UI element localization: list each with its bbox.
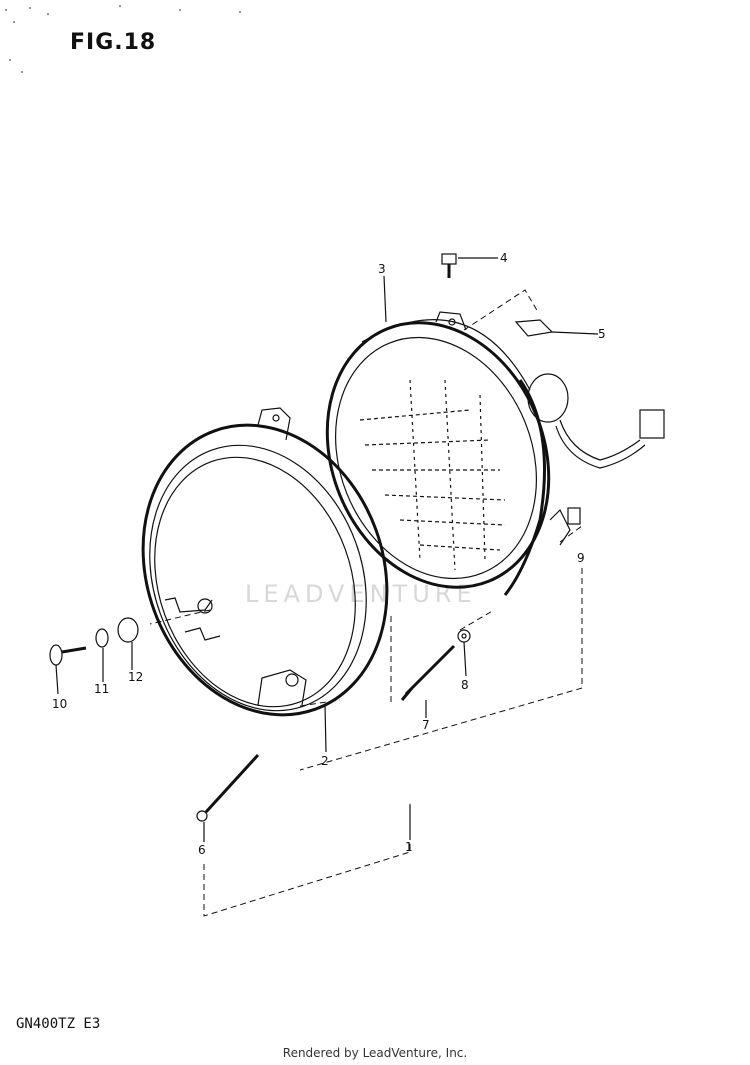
callout-3: 3 bbox=[378, 262, 386, 276]
callout-11: 11 bbox=[94, 682, 110, 696]
washer-part-8 bbox=[457, 629, 471, 643]
washer-part-11 bbox=[95, 628, 109, 648]
callout-5: 5 bbox=[598, 327, 606, 341]
callout-6: 6 bbox=[198, 843, 206, 857]
callout-9: 9 bbox=[577, 551, 585, 565]
nut-part-5 bbox=[514, 319, 554, 337]
bolt-part-4 bbox=[441, 253, 457, 278]
screw-part-6 bbox=[196, 753, 260, 822]
callout-4: 4 bbox=[500, 251, 508, 265]
callout-2: 2 bbox=[321, 754, 329, 768]
model-code: GN400TZ E3 bbox=[16, 1016, 101, 1032]
callout-10: 10 bbox=[52, 697, 68, 711]
assembly-lines bbox=[149, 289, 583, 917]
callout-1: 1 bbox=[405, 840, 413, 854]
screw-part-10 bbox=[49, 644, 87, 666]
scan-speckle bbox=[5, 5, 241, 73]
callout-8: 8 bbox=[461, 678, 469, 692]
headlight-rim bbox=[141, 407, 389, 717]
sealed-beam-unit bbox=[325, 311, 665, 596]
callout-12: 12 bbox=[128, 670, 144, 684]
figure-label: FIG.18 bbox=[70, 30, 157, 55]
nut-part-9 bbox=[567, 507, 581, 525]
nut-part-12 bbox=[117, 617, 139, 643]
footer-credit: Rendered by LeadVenture, Inc. bbox=[282, 1046, 468, 1060]
callout-7: 7 bbox=[422, 718, 430, 732]
spring-part-7 bbox=[400, 644, 456, 701]
